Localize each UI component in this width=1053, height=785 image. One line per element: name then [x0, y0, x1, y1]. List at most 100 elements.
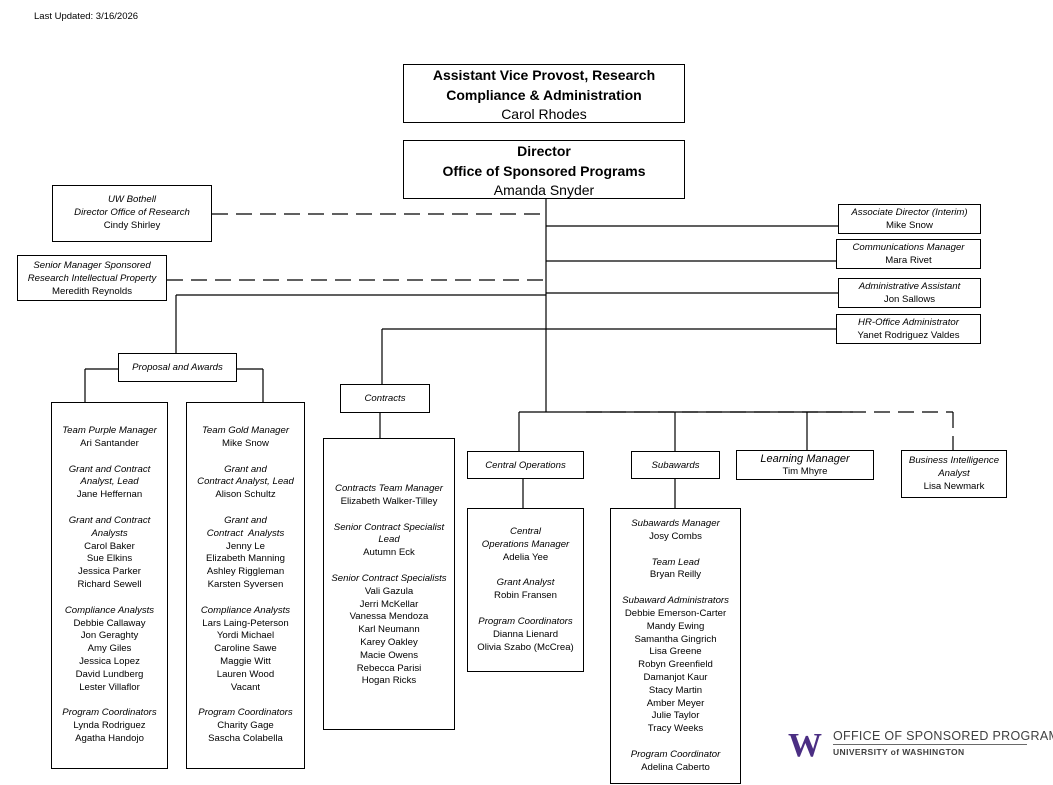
central-coord: Dianna Lienard: [492, 628, 559, 640]
gold-coord-title: Program Coordinators: [198, 707, 293, 719]
avp-title-line2: Compliance & Administration: [446, 86, 642, 103]
team-gold-box: Team Gold Manager Mike Snow Grant and Co…: [186, 402, 305, 769]
purple-compliance: Lester Villaflor: [79, 681, 140, 693]
central-coord-title: Program Coordinators: [478, 615, 573, 627]
central-manager-title-1: Central: [510, 526, 541, 537]
last-updated: Last Updated: 3/16/2026: [34, 11, 139, 22]
gold-compliance: Caroline Sawe: [214, 643, 277, 655]
gold-coord: Charity Gage: [217, 720, 274, 732]
gold-analyst: Elizabeth Manning: [206, 553, 285, 565]
contracts-specialist: Hogan Ricks: [361, 675, 417, 687]
central-operations-label: Central Operations: [467, 451, 584, 479]
gold-lead: Alison Schultz: [215, 489, 276, 501]
director-title-line2: Office of Sponsored Programs: [442, 162, 646, 179]
contracts-specialist: Vanessa Mendoza: [349, 611, 429, 623]
assoc-director-box: Associate Director (Interim) Mike Snow: [838, 204, 981, 234]
comms-manager-title: Communications Manager: [852, 242, 965, 253]
logo-divider: [833, 744, 1027, 745]
gold-analysts-title-1: Grant and: [224, 514, 267, 526]
subawards-coord-title: Program Coordinator: [630, 748, 721, 760]
contracts-lead-title-2: Lead: [378, 534, 400, 546]
gold-lead-title-1: Grant and: [224, 463, 267, 475]
purple-analysts-title-2: Analysts: [91, 527, 128, 539]
director-title-line1: Director: [517, 143, 571, 159]
purple-analysts-title-1: Grant and Contract: [68, 514, 151, 526]
uw-bothell-box: UW Bothell Director Office of Research C…: [52, 185, 212, 242]
subawards-admin: Mandy Ewing: [646, 620, 705, 632]
uw-w-logo-icon: W: [788, 729, 822, 759]
bi-analyst-name: Lisa Newmark: [923, 480, 985, 492]
uw-bothell-line1: UW Bothell: [108, 194, 156, 205]
logo-line1: OFFICE OF SPONSORED PROGRAMS: [833, 729, 1053, 743]
admin-assistant-name: Jon Sallows: [883, 293, 936, 305]
subawards-admin: Lisa Greene: [649, 646, 702, 658]
contracts-manager: Elizabeth Walker-Tilley: [340, 495, 438, 507]
proposal-awards-label: Proposal and Awards: [118, 353, 237, 382]
contracts-specialist: Vali Gazula: [364, 585, 414, 597]
sr-manager-ip-line1: Senior Manager Sponsored: [33, 260, 151, 271]
subawards-admins-title: Subaward Administrators: [622, 595, 729, 607]
gold-analyst: Ashley Riggleman: [206, 566, 285, 578]
avp-title-line1: Assistant Vice Provost, Research: [432, 67, 656, 83]
contracts-specialists-title: Senior Contract Specialists: [331, 572, 447, 584]
gold-compliance-title: Compliance Analysts: [200, 604, 291, 616]
team-purple-box: Team Purple Manager Ari Santander Grant …: [51, 402, 168, 769]
purple-coord-title: Program Coordinators: [62, 707, 157, 719]
osp-uw-logo: W OFFICE OF SPONSORED PROGRAMS UNIVERSIT…: [787, 727, 1053, 767]
director-name: Amanda Snyder: [493, 182, 595, 198]
purple-compliance-title: Compliance Analysts: [64, 604, 155, 616]
admin-assistant-title: Administrative Assistant: [858, 281, 961, 292]
gold-analyst: Karsten Syversen: [207, 578, 284, 590]
purple-compliance: Debbie Callaway: [73, 617, 146, 629]
central-ops-box: Central Operations Manager Adelia Yee Gr…: [467, 508, 584, 672]
hr-admin-box: HR-Office Administrator Yanet Rodriguez …: [836, 314, 981, 344]
gold-lead-title-2: Contract Analyst, Lead: [197, 476, 294, 488]
bi-analyst-title-line2: Analyst: [938, 467, 970, 479]
logo-line2: UNIVERSITY of WASHINGTON: [833, 747, 965, 757]
subawards-team-box: Subawards Manager Josy Combs Team Lead B…: [610, 508, 741, 784]
assoc-director-name: Mike Snow: [886, 219, 933, 231]
hr-admin-name: Yanet Rodriguez Valdes: [857, 329, 960, 341]
uw-bothell-name: Cindy Shirley: [103, 219, 161, 231]
purple-lead-title-2: Analyst, Lead: [80, 476, 139, 488]
hr-admin-title: HR-Office Administrator: [858, 317, 959, 328]
subawards-admin: Samantha Gingrich: [634, 633, 717, 645]
purple-analyst: Carol Baker: [84, 540, 135, 552]
subawards-admin: Stacy Martin: [648, 684, 703, 696]
central-coord: Olivia Szabo (McCrea): [477, 641, 574, 653]
subawards-admin: Robyn Greenfield: [638, 659, 713, 671]
purple-analyst: Jessica Parker: [78, 566, 141, 578]
gold-compliance: Maggie Witt: [220, 655, 271, 667]
purple-compliance: Amy Giles: [87, 643, 132, 655]
purple-manager: Ari Santander: [80, 437, 139, 449]
purple-lead: Jane Heffernan: [76, 489, 143, 501]
director-box: Director Office of Sponsored Programs Am…: [403, 140, 685, 199]
central-analyst: Robin Fransen: [494, 590, 557, 602]
gold-manager-title: Team Gold Manager: [201, 425, 290, 436]
gold-compliance: Yordi Michael: [216, 630, 275, 642]
gold-compliance: Vacant: [230, 681, 261, 693]
learning-manager-title: Learning Manager: [760, 453, 850, 465]
contracts-specialist: Karl Neumann: [358, 624, 420, 636]
subawards-coord: Adelina Caberto: [641, 761, 710, 773]
subawards-lead-title: Team Lead: [651, 556, 700, 568]
gold-compliance: Lars Laing-Peterson: [202, 617, 289, 629]
contracts-specialist: Rebecca Parisi: [356, 662, 422, 674]
admin-assistant-box: Administrative Assistant Jon Sallows: [838, 278, 981, 308]
subawards-manager: Josy Combs: [649, 530, 702, 542]
purple-compliance: David Lundberg: [75, 668, 144, 680]
central-analyst-title: Grant Analyst: [496, 577, 555, 589]
contracts-specialist: Jerri McKellar: [359, 598, 419, 610]
gold-manager: Mike Snow: [222, 437, 269, 449]
avp-name: Carol Rhodes: [501, 106, 587, 122]
gold-coord: Sascha Colabella: [208, 732, 283, 744]
sr-manager-ip-box: Senior Manager Sponsored Research Intell…: [17, 255, 167, 301]
gold-analysts-title-2: Contract Analysts: [206, 527, 285, 539]
subawards-admin: Amber Meyer: [646, 697, 705, 709]
learning-manager-box: Learning Manager Tim Mhyre: [736, 450, 874, 480]
gold-compliance: Lauren Wood: [216, 668, 275, 680]
purple-compliance: Jon Geraghty: [80, 630, 139, 642]
contracts-label: Contracts: [340, 384, 430, 413]
